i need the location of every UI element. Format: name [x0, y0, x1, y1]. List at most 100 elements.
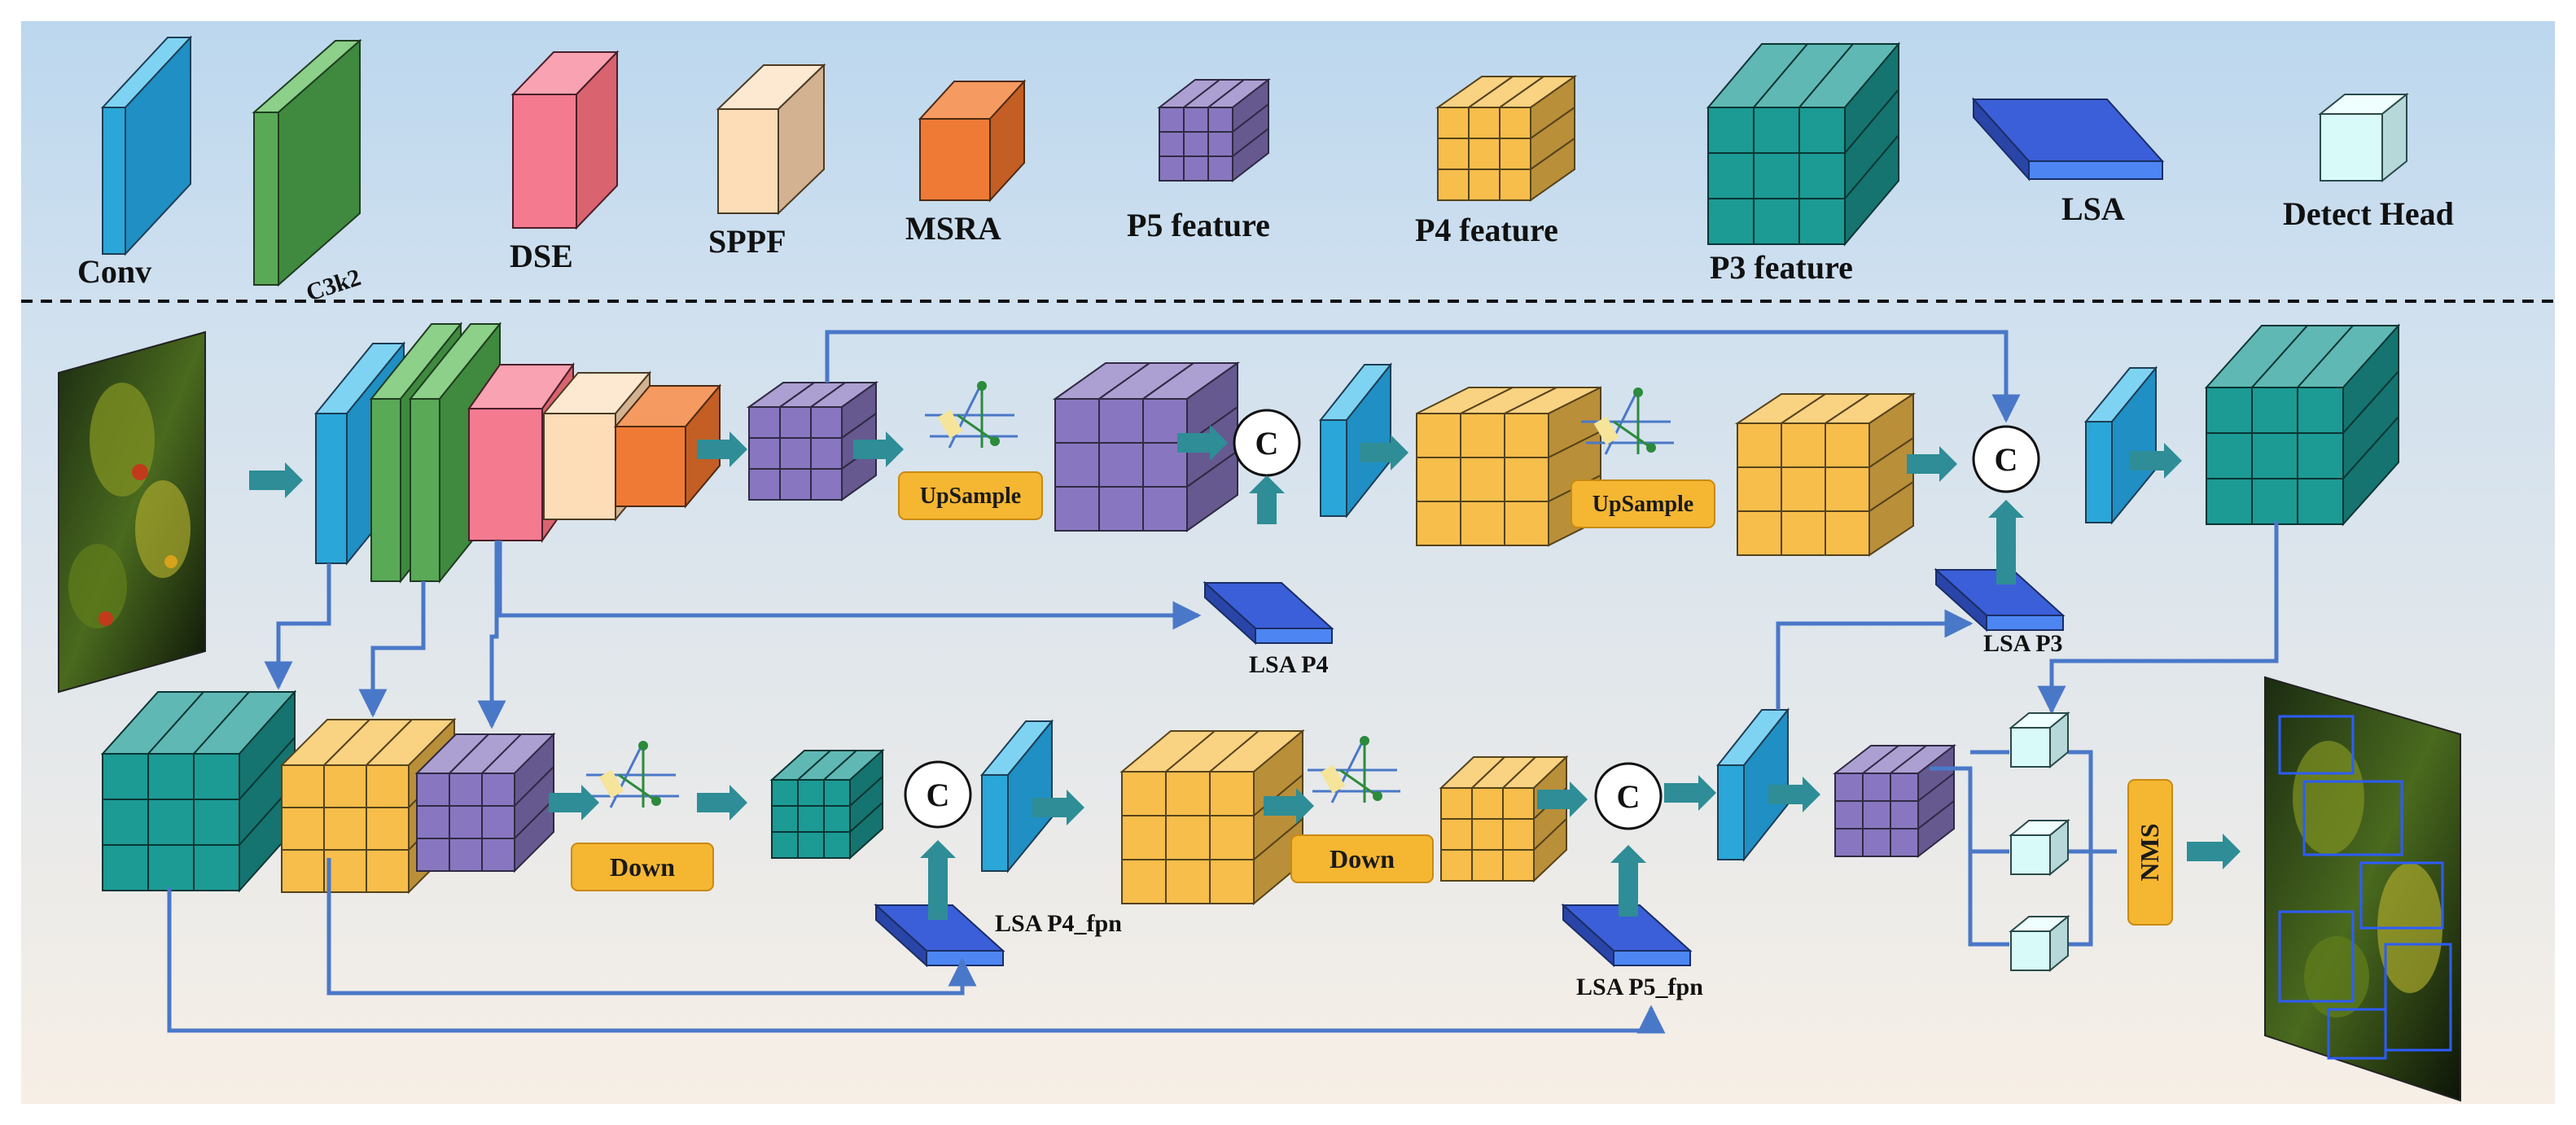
head-merge-lines	[2068, 750, 2117, 947]
legend-dse-label: DSE	[510, 238, 573, 274]
arrow-p5-upsample	[853, 431, 904, 467]
legend-lsa-label: LSA	[2061, 190, 2125, 227]
skip-line-to-lsa-p4-fpn	[326, 858, 977, 996]
lsa-p5-fpn-label: LSA P5_fpn	[1576, 974, 1703, 1000]
p5-cube-pan-out	[1833, 743, 1956, 859]
arrow-lsa-p4fpn-concat3	[920, 840, 956, 920]
legend-p5-label: P5 feature	[1127, 207, 1270, 243]
head-fanout-lines	[1930, 750, 2009, 947]
detect-head-3	[2009, 914, 2070, 973]
arrow-msra-p5	[697, 431, 747, 467]
legend-sppf-block	[716, 63, 826, 216]
concat-label-2: C	[1995, 441, 2018, 478]
skip-line-to-lsa-p3	[1776, 609, 1974, 710]
arrow-p4-up2	[1907, 446, 1957, 482]
flow-arrows	[249, 425, 2241, 920]
legend-conv-label: Conv	[77, 253, 151, 290]
concat-label-3: C	[927, 777, 950, 813]
arrow-p4-concat4	[1537, 781, 1588, 817]
p5-cube-legend	[1157, 77, 1271, 183]
p3-cube-neck-out	[2204, 323, 2401, 527]
p4-cube-neck-1	[1416, 386, 1601, 547]
arrow-down1-p3	[697, 785, 747, 821]
detect-head-2	[2009, 818, 2070, 877]
legend-c3k2-block	[252, 38, 362, 287]
p4-cube-pan-2	[1439, 755, 1569, 883]
legend-panel	[21, 21, 2555, 298]
down-glyph-2	[1308, 736, 1400, 803]
neck-conv-4	[1715, 707, 1790, 862]
legend: Conv C3k2 DSE SPPF MSRA	[77, 35, 2454, 307]
detect-heads	[2009, 711, 2070, 973]
legend-p3-label: P3 feature	[1710, 249, 1853, 286]
legend-sppf-label: SPPF	[708, 223, 786, 260]
arrow-conv2-p3	[2130, 443, 2182, 479]
legend-p5-block	[1157, 77, 1271, 183]
lsa-p4-label: LSA P4	[1249, 651, 1329, 678]
p4-cube-legend	[1435, 75, 1578, 202]
legend-detect-head-block	[2318, 92, 2409, 183]
concat-node-2: C	[1972, 425, 2040, 493]
p5-cube-lower-left	[414, 732, 556, 873]
arrow-up-concat1	[1177, 425, 1228, 461]
arrow-nms-output	[2187, 834, 2241, 869]
nms-box: NMS	[2127, 779, 2173, 926]
backbone-msra	[613, 383, 722, 509]
p3-cube-down-1	[769, 748, 885, 860]
p3-cube-legend	[1706, 42, 1901, 247]
skip-line-conv-to-p3	[264, 563, 331, 690]
down-label-2: Down	[1330, 844, 1395, 873]
sampling-glyphs	[586, 381, 1674, 808]
legend-dse-block	[510, 50, 620, 230]
lsa-p5-fpn-block	[1561, 903, 1693, 968]
legend-conv-block	[100, 35, 193, 256]
arrow-p4-down2	[1264, 788, 1314, 824]
detect-head-1	[2009, 711, 2070, 769]
arrow-input	[249, 462, 303, 498]
down-glyph-1	[586, 741, 679, 808]
upsample-label-1: UpSample	[920, 484, 1021, 509]
legend-detect-head-label: Detect Head	[2283, 195, 2454, 232]
input-image	[58, 330, 206, 694]
skip-connections	[167, 330, 2279, 1034]
p4-cube-neck-2	[1734, 392, 1917, 557]
concat-label-4: C	[1617, 778, 1641, 815]
output-image	[2264, 676, 2461, 1102]
skip-line-backbone-to-concat2	[825, 330, 2021, 423]
concat-node-3: C	[904, 760, 972, 829]
p4-cube-pan-1	[1119, 729, 1305, 906]
feature-cubes	[100, 323, 2401, 906]
upsample-button-2: UpSample	[1571, 479, 1715, 528]
arrow-conv-p5out	[1768, 777, 1820, 812]
arrow-concat3-conv	[1032, 790, 1084, 825]
line-p3-to-head	[2037, 521, 2279, 715]
lsa-p4-fpn-block	[874, 903, 1005, 968]
down-button-1: Down	[571, 843, 714, 891]
upsample-glyph-1	[925, 381, 1018, 449]
down-label-1: Down	[610, 852, 675, 882]
p5-cube-backbone	[746, 381, 879, 501]
legend-lsa-block	[1971, 97, 2165, 182]
arrow-lsa-p3-concat2	[1988, 500, 2024, 584]
lsa-p4-block	[1203, 580, 1334, 646]
arrow-concat4-conv	[1664, 775, 1716, 811]
upsample-label-2: UpSample	[1592, 492, 1693, 517]
upsample-glyph-2	[1581, 387, 1674, 455]
legend-msra-label: MSRA	[905, 210, 1001, 247]
legend-p4-label: P4 feature	[1415, 212, 1558, 248]
legend-p3-block	[1706, 42, 1901, 247]
concat-node-1: C	[1233, 409, 1301, 477]
lsa-p4-fpn-label: LSA P4_fpn	[995, 910, 1122, 937]
arrow-lsa-p5fpn-concat4	[1610, 845, 1646, 917]
skip-line-c3k2-to-p4	[358, 581, 426, 718]
skip-line-to-lsa-p4	[497, 541, 1202, 630]
down-button-2: Down	[1290, 834, 1434, 883]
p3-cube-lower-left	[100, 689, 297, 893]
concat-node-4: C	[1594, 762, 1663, 830]
lsa-p3-block	[1934, 567, 2066, 633]
upsample-button-1: UpSample	[898, 471, 1043, 520]
lsa-p3-label: LSA P3	[1983, 630, 2063, 657]
neck-conv-3	[979, 719, 1054, 873]
nms-label: NMS	[2135, 823, 2164, 881]
